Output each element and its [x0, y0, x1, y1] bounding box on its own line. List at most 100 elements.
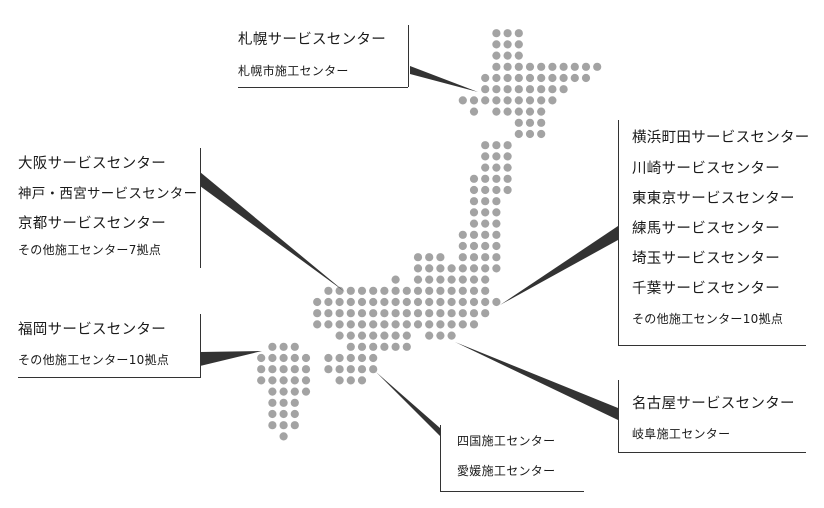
map-dot [458, 241, 467, 251]
map-dot [481, 85, 490, 94]
map-dot [559, 62, 568, 71]
map-dot [481, 73, 490, 83]
map-dot [503, 85, 512, 94]
map-dot [346, 309, 355, 318]
map-dot [481, 219, 490, 228]
osaka-other-centers: その他施工センター7拠点 [18, 243, 162, 257]
map-dot [413, 253, 423, 262]
map-dot [514, 107, 523, 116]
map-dot [346, 353, 355, 363]
map-dot [481, 208, 490, 217]
map-dot [469, 107, 479, 116]
map-dot [425, 275, 434, 284]
map-dot [481, 152, 490, 161]
map-dot [469, 241, 479, 251]
map-dot [514, 73, 523, 83]
map-dot [413, 309, 423, 318]
map-dot [548, 96, 557, 105]
map-dot [481, 185, 490, 195]
map-dot [436, 297, 445, 307]
sapporo-label-group: 札幌サービスセンター 札幌市施工センター [238, 25, 409, 88]
map-dot [413, 286, 423, 295]
map-dot [469, 286, 479, 295]
map-dot [481, 174, 490, 183]
map-dot [481, 163, 490, 172]
map-dot [548, 73, 557, 83]
connector-wedges [200, 66, 618, 436]
map-dot [481, 309, 490, 318]
map-dot [279, 376, 288, 385]
map-dot [391, 320, 400, 329]
map-dot [425, 297, 434, 307]
map-dot [492, 141, 501, 150]
map-dot [391, 275, 400, 284]
map-dot [469, 253, 479, 262]
map-dot [436, 286, 445, 295]
map-dot [391, 331, 400, 340]
map-dot [525, 96, 535, 105]
nagoya-underline [618, 452, 806, 453]
map-dot [593, 62, 602, 71]
map-dot [346, 376, 355, 385]
map-dot [335, 320, 344, 329]
map-dot [469, 275, 479, 284]
map-dot [481, 297, 490, 307]
map-dot [503, 51, 512, 60]
map-dot [447, 297, 456, 307]
map-dot [548, 62, 557, 71]
shikoku-underline [440, 491, 584, 492]
map-dot [357, 365, 367, 374]
map-dot [492, 185, 501, 195]
map-dot [357, 376, 367, 385]
map-dot [346, 331, 355, 340]
kanto-other-centers: その他施工センター10拠点 [632, 312, 784, 326]
map-dot [447, 331, 456, 340]
map-dot [335, 309, 344, 318]
map-dot [514, 129, 523, 139]
map-dot [469, 219, 479, 228]
map-dot [335, 353, 344, 363]
map-dot [357, 353, 367, 363]
map-dot [436, 275, 445, 284]
kanto-label-group: 横浜町田サービスセンター 川崎サービスセンター 東東京サービスセンター 練馬サー… [618, 120, 809, 346]
kanto-connector [500, 226, 618, 305]
map-dot [503, 96, 512, 105]
map-dot [469, 174, 479, 183]
map-dot [481, 241, 490, 251]
map-dot [279, 342, 288, 351]
map-dot [391, 286, 400, 295]
map-dot [346, 297, 355, 307]
map-dot [313, 297, 322, 307]
ehime-construction-center: 愛媛施工センター [457, 464, 556, 478]
map-dot [290, 409, 299, 419]
map-dot [369, 342, 378, 351]
map-dot [346, 320, 355, 329]
map-dot [469, 320, 479, 329]
map-dot [268, 387, 277, 396]
map-dot [537, 73, 546, 83]
map-dot [492, 40, 501, 49]
map-dot [492, 29, 501, 38]
map-dot [503, 40, 512, 49]
map-dot [380, 297, 389, 307]
nagoya-connector [455, 342, 618, 420]
chiba-service-center: 千葉サービスセンター [632, 281, 780, 297]
map-dot [581, 73, 591, 83]
sapporo-vertical-rule [408, 25, 409, 87]
map-dot [335, 365, 344, 374]
map-dot [537, 129, 546, 139]
map-dot [391, 342, 400, 351]
map-dot [514, 29, 523, 38]
map-dot [481, 96, 490, 105]
map-dot [514, 51, 523, 60]
map-dot [402, 320, 411, 329]
map-dot [503, 62, 512, 71]
map-dot [425, 253, 434, 262]
map-dot [525, 85, 535, 94]
map-dot [301, 387, 311, 396]
map-dot [369, 365, 378, 374]
map-dot [447, 275, 456, 284]
map-dot [514, 40, 523, 49]
map-dot [268, 365, 277, 374]
